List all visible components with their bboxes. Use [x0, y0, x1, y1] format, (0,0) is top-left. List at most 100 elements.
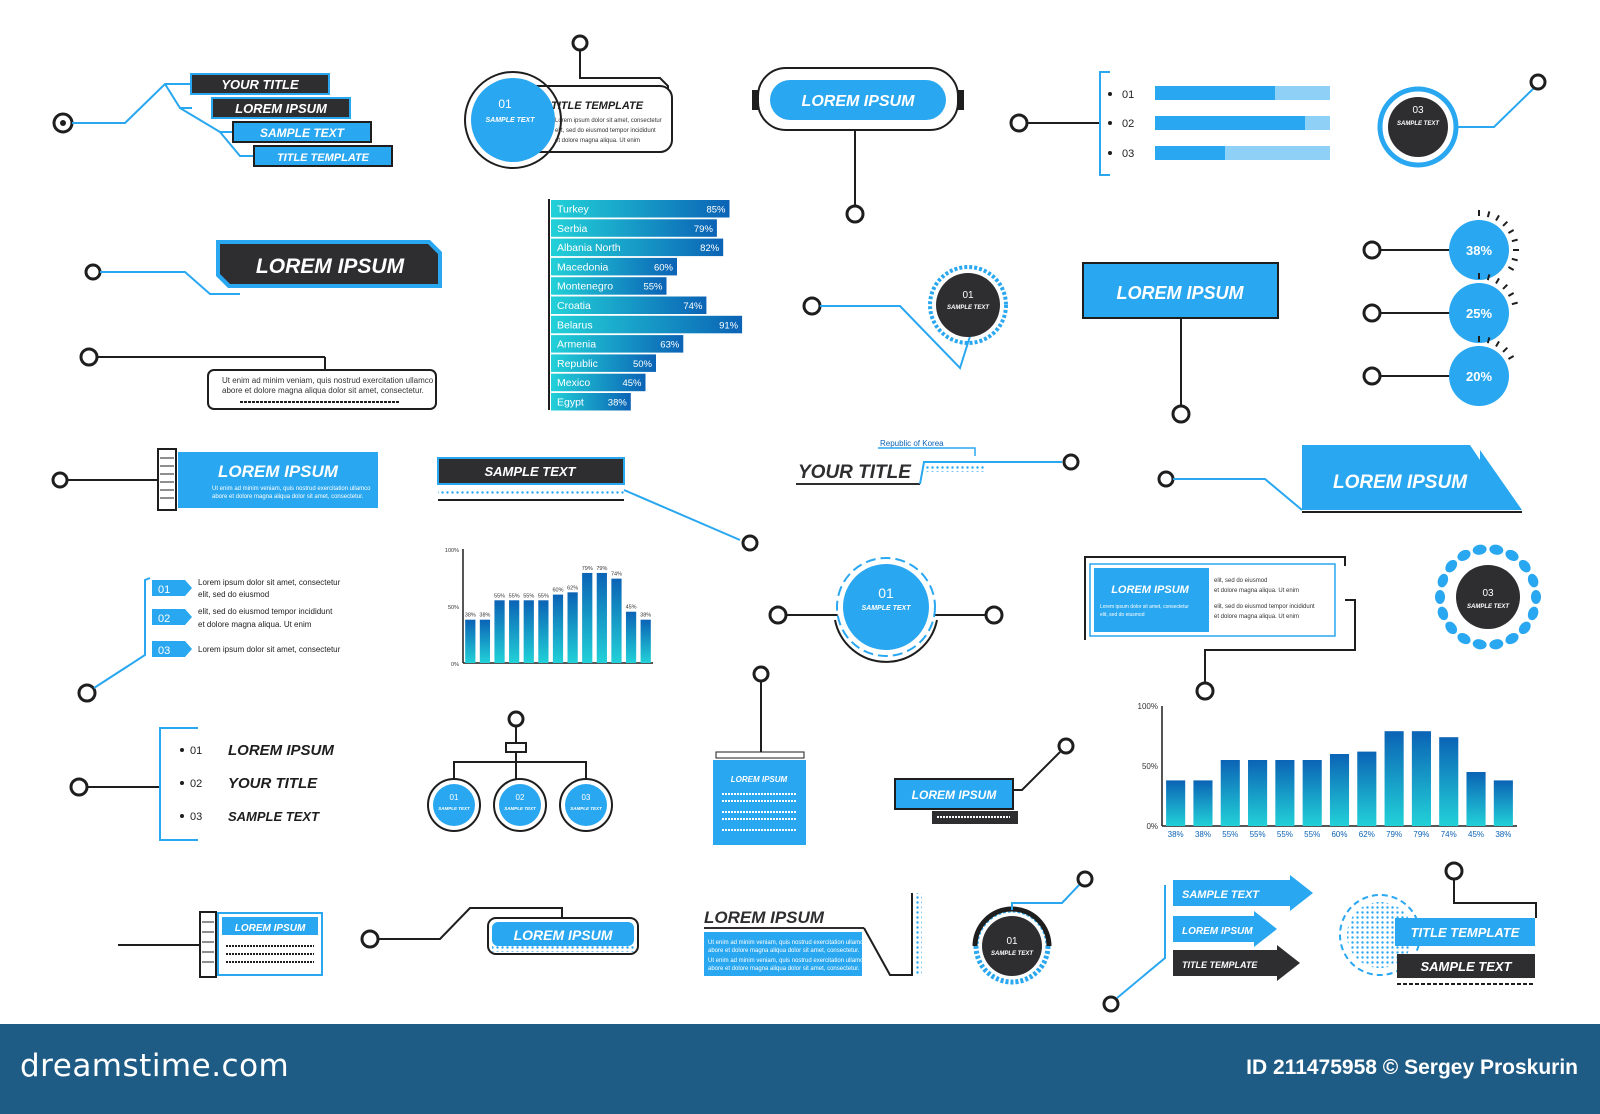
hbar-5 — [551, 296, 707, 314]
vbar-value-label: 45% — [1468, 830, 1484, 839]
hbar-category-label: Macedonia — [557, 261, 609, 273]
percentage-circle-0 — [1449, 220, 1509, 280]
number-01-label: 01 — [450, 793, 459, 802]
body-text: Lorem ipsum dolor sit amet, consectetur — [555, 118, 662, 124]
gauge-tick — [1502, 347, 1508, 353]
percentage-circles: 38%25%20% — [1362, 210, 1519, 406]
gauge-tick — [1511, 257, 1518, 262]
sample-text-label: SAMPLE TEXT — [485, 117, 535, 124]
node-dot-icon — [1362, 366, 1382, 386]
ring-dot — [1505, 549, 1519, 561]
percentage-label: 20% — [1466, 369, 1492, 384]
lorem-ipsum-label: LOREM IPSUM — [1116, 283, 1244, 303]
y-tick-label: 50% — [1142, 762, 1158, 771]
ring-dot — [1505, 633, 1519, 645]
vbar-value-label: 60% — [552, 588, 563, 594]
hbar-value-label: 82% — [700, 243, 720, 254]
node-dot-icon — [1529, 73, 1547, 91]
hbar-2 — [551, 238, 724, 257]
body-text: et dolore magna aliqua. Ut enim — [1214, 588, 1299, 594]
body-text: elit, sed do eiusmod — [1214, 578, 1267, 584]
vbar-value-label: 38% — [1495, 830, 1511, 839]
your-title-label: YOUR TITLE — [221, 77, 299, 92]
lorem-ipsum-label: LOREM IPSUM — [514, 927, 613, 943]
ring-dot — [1489, 639, 1504, 650]
sample-text-label: SAMPLE TEXT — [1467, 604, 1510, 610]
node-dot-icon — [741, 534, 759, 552]
vbar-value-label: 38% — [1168, 830, 1184, 839]
circle-01-bottom: 01 SAMPLE TEXT — [972, 870, 1094, 985]
vbar-value-label: 55% — [509, 593, 520, 599]
sample-text-label: SAMPLE TEXT — [504, 806, 537, 811]
hbar-category-label: Belarus — [557, 319, 593, 331]
vbar-1 — [479, 619, 491, 663]
percentage-circle-1 — [1449, 283, 1509, 343]
hbar-category-label: Serbia — [557, 223, 588, 235]
body-text: abore et dolore magna aliqua dolor sit a… — [222, 386, 424, 395]
footer-bar: dreamstime.com ID 211475958 © Sergey Pro… — [0, 1024, 1600, 1114]
node-dot-icon — [77, 683, 97, 703]
hbar-1 — [551, 219, 717, 237]
lorem-text-panel: LOREM IPSUM Lorem ipsum dolor sit amet, … — [1084, 556, 1356, 701]
node-dot-icon — [768, 605, 788, 625]
hanging-tag: LOREM IPSUM — [713, 665, 806, 845]
vertical-title-list: 01 02 03 LOREM IPSUM YOUR TITLE SAMPLE T… — [69, 727, 334, 841]
node-dot-icon — [1157, 470, 1175, 488]
vbar-6 — [552, 594, 564, 663]
ring-dot — [1457, 633, 1471, 645]
percentage-circle-2 — [1449, 346, 1509, 406]
node-dot-icon — [571, 34, 589, 52]
republic-of-korea-label: Republic of Korea — [880, 439, 944, 448]
vbar-value-label: 55% — [538, 593, 549, 599]
list-number-03: 03 — [190, 811, 202, 823]
list-number-01: 01 — [190, 745, 202, 757]
body-text: abore et dolore magna aliqua dolor sit a… — [212, 494, 364, 500]
body-text: elit, sed do eiusmod tempor incididunt — [198, 607, 333, 616]
hbar-9 — [551, 373, 646, 392]
title-template-label: TITLE TEMPLATE — [551, 100, 644, 112]
body-text: elit, sed do eiusmod — [1100, 612, 1145, 618]
hbar-category-label: Republic — [557, 358, 598, 370]
ring-dot — [1472, 544, 1487, 555]
ring-dot — [1472, 639, 1487, 650]
node-dot-icon — [1362, 240, 1382, 260]
gauge-tick — [1486, 211, 1491, 218]
vbar-value-label: 55% — [1277, 830, 1293, 839]
number-03-label: 03 — [1412, 105, 1424, 116]
sample-text-label: SAMPLE TEXT — [570, 806, 603, 811]
title-template-hatched: TITLE TEMPLATE SAMPLE TEXT — [1339, 861, 1537, 985]
sample-text-label: SAMPLE TEXT — [438, 806, 471, 811]
ring-dot — [1531, 590, 1541, 604]
node-dot-icon — [802, 296, 822, 316]
number-01-label: 01 — [962, 290, 974, 301]
hbar-value-label: 63% — [660, 340, 680, 351]
node-dot-icon — [84, 263, 102, 281]
lorem-underline-block: LOREM IPSUM Ut enim ad minim veniam, qui… — [704, 893, 922, 976]
vbar-value-label: 79% — [1386, 830, 1402, 839]
lorem-ipsum-label: LOREM IPSUM — [218, 462, 339, 481]
hbar-value-label: 50% — [633, 359, 653, 370]
sample-text-label: SAMPLE TEXT — [228, 809, 320, 824]
vbar-8 — [1384, 731, 1404, 826]
list-number-03: 03 — [1122, 148, 1134, 160]
hbar-10 — [551, 393, 631, 411]
body-text: et dolore magna aliqua. Ut enim — [198, 620, 312, 629]
body-text: abore et dolore magna aliqua dolor sit a… — [708, 948, 860, 954]
vbar-5 — [1302, 760, 1322, 826]
y-tick-label: 100% — [1138, 702, 1158, 711]
your-title-label: YOUR TITLE — [228, 775, 318, 792]
circle-03-widget: 03 SAMPLE TEXT — [1377, 73, 1547, 168]
vbar-2 — [1220, 760, 1240, 826]
body-text: Ut enim ad minim veniam, quis nostrud ex… — [212, 486, 371, 492]
hbar-value-label: 45% — [622, 378, 642, 389]
hbar-3 — [551, 257, 677, 276]
lorem-ipsum-label: LOREM IPSUM — [704, 908, 825, 927]
node-dot-icon — [1195, 681, 1215, 701]
vertical-bar-chart-2: 100%50%0%38%38%55%55%55%55%60%62%79%79%7… — [1138, 702, 1517, 839]
vbar-value-label: 62% — [567, 585, 578, 591]
hbar-7 — [551, 335, 684, 353]
list-number-02: 02 — [1122, 118, 1134, 130]
hbar-category-label: Croatia — [557, 300, 591, 312]
ring-dot — [1435, 590, 1445, 604]
node-dot-icon — [1102, 995, 1120, 1013]
